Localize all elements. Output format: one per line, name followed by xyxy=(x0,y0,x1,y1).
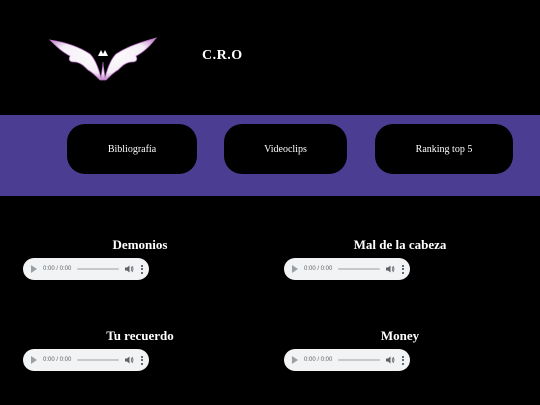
play-icon[interactable] xyxy=(31,265,37,273)
progress-slider[interactable] xyxy=(77,268,119,270)
more-options-icon[interactable] xyxy=(401,355,404,365)
song-title-demonios: Demonios xyxy=(112,237,168,252)
nav-button-bibliografia[interactable]: Bibliografía xyxy=(67,124,197,174)
nav-button-label: Videoclips xyxy=(264,143,307,155)
volume-icon[interactable] xyxy=(386,356,395,364)
volume-icon[interactable] xyxy=(125,356,134,364)
play-icon[interactable] xyxy=(292,265,298,273)
audio-player-money[interactable]: 0:00 / 0:00 xyxy=(284,349,410,371)
bat-wings-logo-icon xyxy=(48,37,158,81)
more-options-icon[interactable] xyxy=(401,264,404,274)
audio-time: 0:00 / 0:00 xyxy=(43,357,72,363)
more-options-icon[interactable] xyxy=(140,264,143,274)
site-title: C.R.O xyxy=(202,48,243,63)
nav-bar: Bibliografía Videoclips Ranking top 5 xyxy=(0,115,540,196)
nav-button-label: Ranking top 5 xyxy=(415,143,473,155)
play-icon[interactable] xyxy=(292,356,298,364)
progress-slider[interactable] xyxy=(77,359,119,361)
nav-button-label: Bibliografía xyxy=(107,143,157,155)
progress-slider[interactable] xyxy=(338,359,380,361)
audio-player-mal-de-la-cabeza[interactable]: 0:00 / 0:00 xyxy=(284,258,410,280)
audio-time: 0:00 / 0:00 xyxy=(304,357,333,363)
play-icon[interactable] xyxy=(31,356,37,364)
volume-icon[interactable] xyxy=(125,265,134,273)
song-title-money: Money xyxy=(380,328,420,343)
audio-time: 0:00 / 0:00 xyxy=(43,266,72,272)
volume-icon[interactable] xyxy=(386,265,395,273)
more-options-icon[interactable] xyxy=(140,355,143,365)
song-title-mal-de-la-cabeza: Mal de la cabeza xyxy=(353,237,447,252)
nav-button-videoclips[interactable]: Videoclips xyxy=(224,124,347,174)
song-title-tu-recuerdo: Tu recuerdo xyxy=(106,328,174,343)
nav-button-ranking[interactable]: Ranking top 5 xyxy=(375,124,513,174)
audio-time: 0:00 / 0:00 xyxy=(304,266,333,272)
audio-player-tu-recuerdo[interactable]: 0:00 / 0:00 xyxy=(23,349,149,371)
audio-player-demonios[interactable]: 0:00 / 0:00 xyxy=(23,258,149,280)
progress-slider[interactable] xyxy=(338,268,380,270)
